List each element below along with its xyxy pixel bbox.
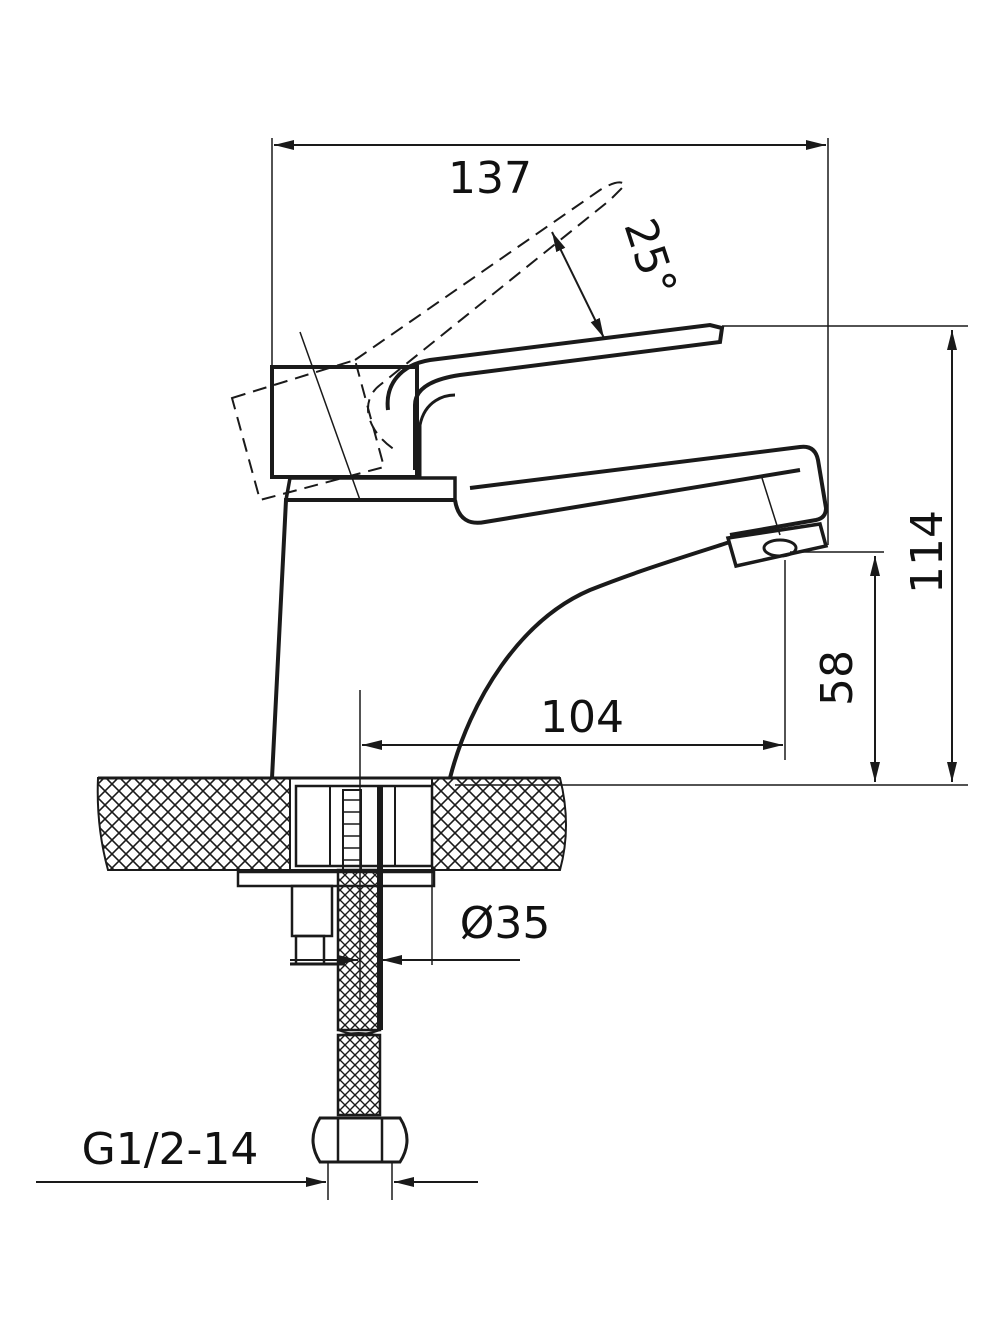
label-spout-reach: 104 bbox=[540, 692, 624, 743]
countertop bbox=[96, 776, 567, 871]
faucet-body bbox=[270, 444, 829, 779]
dimension-overall-width: 137 bbox=[271, 138, 829, 545]
dimension-handle-angle: 25° bbox=[551, 213, 686, 339]
label-overall-height: 114 bbox=[902, 510, 953, 594]
dimension-connection-thread: G1/2-14 bbox=[36, 1124, 478, 1200]
dimension-hole-diameter: Ø35 bbox=[290, 870, 550, 965]
label-handle-angle: 25° bbox=[613, 213, 686, 303]
handle-closed bbox=[270, 322, 725, 479]
dimension-spout-height: 58 bbox=[790, 551, 884, 782]
label-overall-width: 137 bbox=[448, 153, 532, 204]
supply-hose bbox=[311, 786, 409, 1164]
dimension-overall-height: 114 bbox=[455, 325, 968, 786]
label-hole-diameter: Ø35 bbox=[460, 898, 551, 949]
mounting-hardware bbox=[236, 784, 436, 966]
label-spout-height: 58 bbox=[812, 650, 863, 706]
dimension-spout-reach: 104 bbox=[359, 560, 786, 1000]
label-connection-thread: G1/2-14 bbox=[82, 1124, 259, 1175]
handle-raised-dashed bbox=[230, 181, 627, 502]
